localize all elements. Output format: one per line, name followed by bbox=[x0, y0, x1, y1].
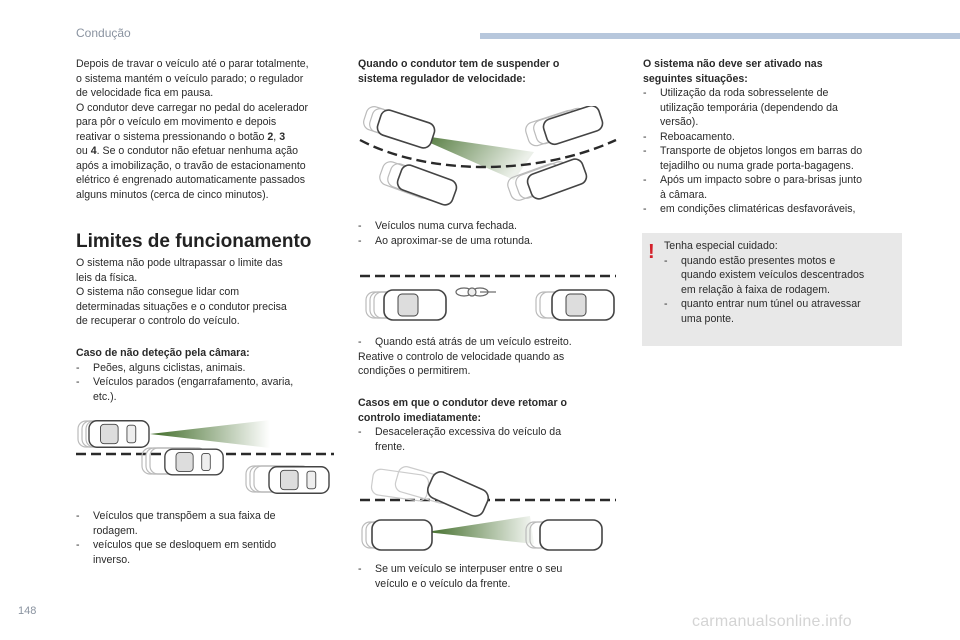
text-span: reativar o sistema pressionando o botão bbox=[76, 130, 268, 143]
text-span: , bbox=[273, 130, 280, 143]
warning-box: ! Tenha especial cuidado: quando estão p… bbox=[642, 233, 902, 346]
list-item: Reboacamento. bbox=[643, 130, 905, 145]
list-item: quando estão presentes motos e bbox=[664, 254, 900, 269]
text-span: etc.). bbox=[93, 390, 117, 403]
curve-block: Veículos numa curva fechada. Ao aproxima… bbox=[358, 219, 618, 248]
limits-text: O sistema não pode ultrapassar o limite … bbox=[76, 256, 344, 329]
text-line: alguns minutos (cerca de cinco minutos). bbox=[76, 188, 269, 201]
button-ref: 4 bbox=[90, 145, 97, 157]
text-line: Reative o controlo de velocidade quando … bbox=[358, 350, 565, 363]
list-item: veículos que se desloquem em sentido bbox=[76, 538, 344, 553]
subheading: controlo imediatamente: bbox=[358, 411, 482, 424]
list-item-cont: utilização temporária (dependendo da bbox=[643, 101, 905, 116]
list-item-cont: inverso. bbox=[76, 553, 344, 568]
list-item: Utilização da roda sobresselente de bbox=[643, 86, 905, 101]
list-item-cont: veículo e o veículo da frente. bbox=[358, 577, 620, 592]
list-item: Quando está atrás de um veículo estreito… bbox=[358, 335, 620, 350]
illustration-curve bbox=[359, 106, 617, 206]
text-span: versão). bbox=[660, 116, 699, 128]
list-item-cont: uma ponte. bbox=[664, 312, 900, 327]
retake-block: Casos em que o condutor deve retomar o c… bbox=[358, 396, 620, 454]
lane-block: Veículos que transpõem a sua faixa de ro… bbox=[76, 509, 344, 567]
illustration-narrow bbox=[360, 274, 616, 321]
header-bar bbox=[480, 33, 960, 39]
text-line: condições o permitirem. bbox=[358, 365, 471, 377]
button-ref: 2 bbox=[267, 130, 274, 143]
text-line: ou 4. Se o condutor não efetuar nenhuma … bbox=[76, 144, 344, 159]
list-item-cont: frente. bbox=[358, 440, 620, 455]
text-line: O condutor deve carregar no pedal do ace… bbox=[76, 101, 309, 114]
text-span: em relação à faixa de rodagem. bbox=[681, 283, 830, 296]
text-span: inverso. bbox=[93, 553, 131, 566]
illustration-camera bbox=[76, 420, 334, 494]
list-item: quanto entrar num túnel ou atravessar bbox=[664, 297, 900, 312]
illustration-cutin bbox=[360, 466, 616, 551]
text-line: de recuperar o controlo do veículo. bbox=[76, 315, 240, 327]
button-ref: 3 bbox=[279, 130, 286, 143]
list-item: em condições climatéricas desfavoráveis, bbox=[643, 202, 905, 217]
list-item-cont: rodagem. bbox=[76, 524, 344, 539]
text-line: de velocidade fica em pausa. bbox=[76, 87, 214, 99]
text-span: veículo e o veículo da frente. bbox=[375, 577, 511, 590]
list-item: Se um veículo se interpuser entre o seu bbox=[358, 562, 620, 577]
text-line: sistema regulador de velocidade: bbox=[358, 72, 526, 85]
text-line: O sistema não consegue lidar com bbox=[76, 286, 240, 298]
text-span: ou bbox=[76, 145, 91, 157]
list-item-cont: à câmara. bbox=[643, 188, 905, 203]
text-line: elétrico é engrenado automaticamente pas… bbox=[76, 174, 306, 186]
list-item: Após um impacto sobre o para-brisas junt… bbox=[643, 173, 905, 188]
list-item: Transporte de objetos longos em barras d… bbox=[643, 144, 905, 159]
warning-exclamation-icon: ! bbox=[648, 241, 655, 263]
list-item: Veículos parados (engarrafamento, avaria… bbox=[76, 375, 344, 390]
subheading: seguintes situações: bbox=[643, 72, 748, 85]
list-item-cont: versão). bbox=[643, 115, 905, 130]
section-label: Condução bbox=[76, 26, 131, 40]
subheading: Casos em que o condutor deve retomar o bbox=[358, 397, 567, 409]
text-line: Depois de travar o veículo até o parar t… bbox=[76, 58, 309, 70]
list-item: Veículos numa curva fechada. bbox=[358, 219, 618, 234]
text-line: após a imobilização, o travão de estacio… bbox=[76, 159, 306, 172]
text-span: rodagem. bbox=[93, 524, 138, 537]
subheading: Caso de não deteção pela câmara: bbox=[76, 347, 250, 359]
text-span: tejadilho ou numa grade porta-bagagens. bbox=[660, 159, 854, 172]
watermark: carmanualsonline.info bbox=[692, 613, 852, 630]
list-item: Veículos que transpõem a sua faixa de bbox=[76, 509, 344, 524]
warning-text: Tenha especial cuidado: quando estão pre… bbox=[664, 239, 900, 326]
section-heading: Limites de funcionamento bbox=[76, 231, 312, 252]
text-span: à câmara. bbox=[660, 188, 708, 201]
text-span: uma ponte. bbox=[681, 312, 735, 325]
text-line: reativar o sistema pressionando o botão … bbox=[76, 130, 344, 145]
list-item-cont: quando existem veículos descentrados bbox=[664, 268, 900, 283]
list-item-cont: em relação à faixa de rodagem. bbox=[664, 283, 900, 298]
intro-text: Depois de travar o veículo até o parar t… bbox=[76, 57, 344, 202]
list-item: Desaceleração excessiva do veículo da bbox=[358, 425, 620, 440]
warning-title: Tenha especial cuidado: bbox=[664, 240, 778, 252]
text-line: Quando o condutor tem de suspender o bbox=[358, 58, 560, 70]
suspend-title: Quando o condutor tem de suspender o sis… bbox=[358, 57, 618, 86]
text-line: determinadas situações e o condutor prec… bbox=[76, 300, 287, 313]
list-item-cont: etc.). bbox=[76, 390, 344, 405]
text-span: utilização temporária (dependendo da bbox=[660, 101, 838, 114]
text-line: para pôr o veículo em movimento e depois bbox=[76, 116, 277, 128]
text-line: leis da física. bbox=[76, 271, 138, 284]
cutin-block: Se um veículo se interpuser entre o seu … bbox=[358, 562, 620, 591]
text-span: . Se o condutor não efetuar nenhuma ação bbox=[96, 145, 299, 157]
page-number: 148 bbox=[18, 605, 37, 617]
list-item-cont: tejadilho ou numa grade porta-bagagens. bbox=[643, 159, 905, 174]
list-item: Peões, alguns ciclistas, animais. bbox=[76, 361, 344, 376]
list-item: Ao aproximar-se de uma rotunda. bbox=[358, 234, 618, 249]
camera-block: Caso de não deteção pela câmara: Peões, … bbox=[76, 346, 344, 404]
not-active-block: O sistema não deve ser ativado nas segui… bbox=[643, 57, 905, 217]
text-line: O sistema não pode ultrapassar o limite … bbox=[76, 257, 283, 269]
text-span: quando existem veículos descentrados bbox=[681, 269, 865, 281]
subheading: O sistema não deve ser ativado nas bbox=[643, 58, 823, 70]
text-line: o sistema mantém o veículo parado; o reg… bbox=[76, 72, 304, 85]
text-span: frente. bbox=[375, 440, 406, 453]
narrow-block: Quando está atrás de um veículo estreito… bbox=[358, 335, 620, 379]
